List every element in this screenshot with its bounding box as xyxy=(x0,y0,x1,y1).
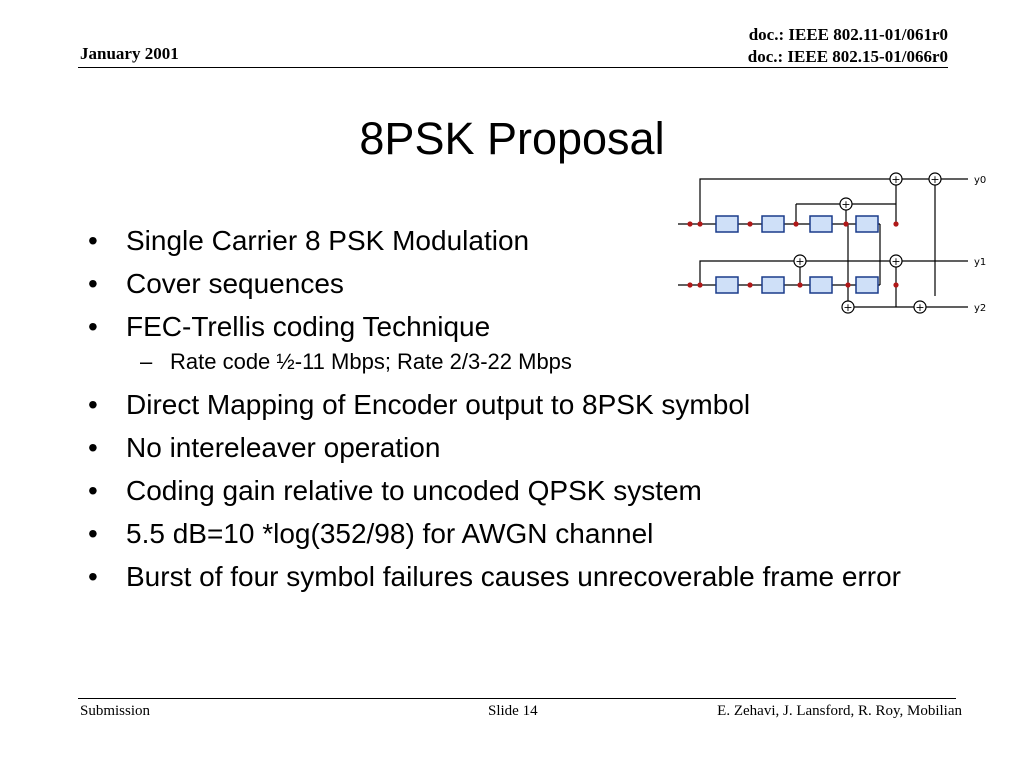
adder-symbol: + xyxy=(928,172,942,186)
trellis-encoder-diagram: + + + + + + + y0 y1 y2 xyxy=(678,172,986,314)
adder-symbol: + xyxy=(889,172,903,186)
bullet-item: No intereleaver operation xyxy=(86,431,946,465)
register-box xyxy=(855,215,879,233)
bullet-item: Direct Mapping of Encoder output to 8PSK… xyxy=(86,388,946,422)
adder-symbol: + xyxy=(889,254,903,268)
bullet-item: Cover sequences xyxy=(86,267,946,301)
svg-text:+: + xyxy=(841,198,850,211)
sub-bullet-item: Rate code ½-11 Mbps; Rate 2/3-22 Mbps xyxy=(86,349,946,375)
bullet-item: Single Carrier 8 PSK Modulation xyxy=(86,224,946,258)
svg-text:+: + xyxy=(843,301,852,314)
bullet-item: FEC-Trellis coding Technique xyxy=(86,310,946,344)
header-doc-ids: doc.: IEEE 802.11-01/061r0 doc.: IEEE 80… xyxy=(748,24,948,68)
adders: + + + + + + + xyxy=(793,172,942,314)
bullet-list: Single Carrier 8 PSK Modulation Cover se… xyxy=(86,224,946,603)
doc-id-80211: doc.: IEEE 802.11-01/061r0 xyxy=(748,25,948,44)
svg-text:+: + xyxy=(915,301,924,314)
header-date: January 2001 xyxy=(80,44,179,63)
svg-text:+: + xyxy=(891,255,900,268)
svg-text:+: + xyxy=(891,173,900,186)
adder-symbol: + xyxy=(839,197,853,211)
footer-authors: E. Zehavi, J. Lansford, R. Roy, Mobilian xyxy=(717,703,962,719)
slide-title: 8PSK Proposal xyxy=(359,113,665,164)
register-box xyxy=(715,276,739,294)
header-rule xyxy=(78,67,948,68)
bullet-item: 5.5 dB=10 *log(352/98) for AWGN channel xyxy=(86,517,946,551)
register-box xyxy=(855,276,879,294)
output-label-y0: y0 xyxy=(974,175,986,186)
register-box xyxy=(715,215,739,233)
doc-id-80215: doc.: IEEE 802.15-01/066r0 xyxy=(747,47,948,66)
footer-slide-number: Slide 14 xyxy=(488,703,538,719)
bullet-item: Coding gain relative to uncoded QPSK sys… xyxy=(86,474,946,508)
adder-symbol: + xyxy=(913,300,927,314)
register-box xyxy=(809,276,833,294)
shift-registers xyxy=(715,215,879,294)
register-box xyxy=(761,276,785,294)
svg-text:+: + xyxy=(930,173,939,186)
bullet-item: Burst of four symbol failures causes unr… xyxy=(86,560,946,594)
adder-symbol: + xyxy=(793,254,807,268)
footer-rule xyxy=(78,698,956,699)
output-label-y1: y1 xyxy=(974,257,986,268)
svg-text:+: + xyxy=(795,255,804,268)
output-label-y2: y2 xyxy=(974,303,986,314)
register-box xyxy=(761,215,785,233)
adder-symbol: + xyxy=(841,300,855,314)
tap-dots xyxy=(687,221,899,288)
footer-submission: Submission xyxy=(80,703,151,719)
register-box xyxy=(809,215,833,233)
output-labels: y0 y1 y2 xyxy=(974,175,986,314)
